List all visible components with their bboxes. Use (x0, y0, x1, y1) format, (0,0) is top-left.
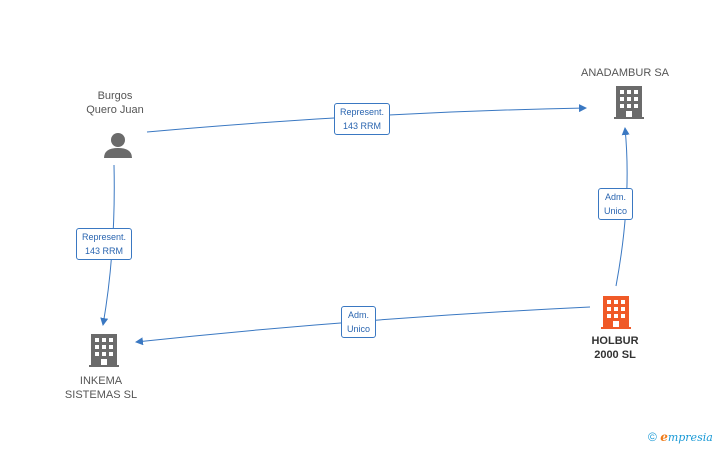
edge-label-holbur-anadambur[interactable]: Adm. Unico (598, 188, 634, 220)
edge-label-line2: Unico (347, 324, 371, 334)
node-person-line2: Quero Juan (86, 104, 144, 116)
edge-label-line2: Unico (604, 206, 628, 216)
copyright-symbol: © (648, 430, 657, 444)
person-icon (104, 133, 132, 158)
edge-label-line1: Represent. (340, 107, 385, 117)
node-anadambur-line1: ANADAMBUR SA (580, 67, 670, 79)
edge-label-line1: Adm. (605, 192, 627, 202)
building-icon-holbur (601, 296, 631, 329)
empresia-logo: © empresia (648, 430, 713, 444)
node-holbur-line2: 2000 SL (594, 349, 636, 361)
node-holbur[interactable]: HOLBUR 2000 SL (572, 334, 658, 362)
edge-label-line2: 143 RRM (343, 121, 382, 131)
brand-e: e (660, 430, 668, 444)
node-holbur-line1: HOLBUR (591, 335, 639, 347)
building-icon-inkema (89, 334, 119, 367)
edge-label-person-inkema[interactable]: Represent. 143 RRM (76, 228, 133, 260)
node-inkema[interactable]: INKEMA SISTEMAS SL (56, 374, 146, 402)
node-person[interactable]: Burgos Quero Juan (70, 89, 160, 117)
node-inkema-line1: INKEMA (79, 375, 123, 387)
edge-label-holbur-inkema[interactable]: Adm. Unico (341, 306, 377, 338)
brand-rest: mpresia (667, 431, 713, 444)
node-person-line1: Burgos (97, 90, 133, 102)
edge-label-line1: Represent. (82, 232, 127, 242)
node-anadambur[interactable]: ANADAMBUR SA (570, 66, 680, 80)
building-icon-anadambur (614, 86, 644, 119)
node-inkema-line2: SISTEMAS SL (64, 389, 138, 401)
edge-label-person-anadambur[interactable]: Represent. 143 RRM (334, 103, 391, 135)
edge-label-line1: Adm. (348, 310, 370, 320)
edge-label-line2: 143 RRM (85, 246, 124, 256)
